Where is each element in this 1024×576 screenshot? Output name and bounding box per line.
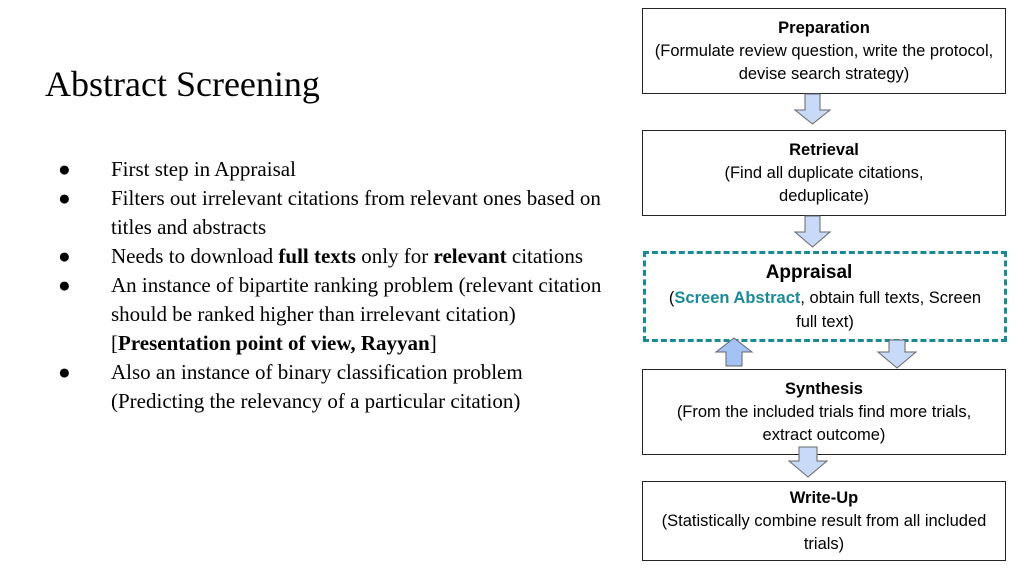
bullet-bold-text: full texts (278, 244, 356, 268)
appraisal-desc-open: ( (668, 288, 675, 307)
bullet-item: ● An instance of bipartite ranking probl… (58, 271, 618, 358)
writeup-box: Write-Up (Statistically combine result f… (642, 481, 1006, 561)
synthesis-box: Synthesis (From the included trials find… (642, 369, 1006, 455)
preparation-box: Preparation (Formulate review question, … (642, 8, 1006, 94)
bullet-item: ● Also an instance of binary classificat… (58, 358, 618, 416)
bullet-dot-icon: ● (58, 273, 71, 297)
down-arrow-icon (876, 339, 918, 369)
bullet-item: ● Filters out irrelevant citations from … (58, 184, 618, 242)
bullet-text: First step in Appraisal (111, 157, 296, 181)
synthesis-title: Synthesis (785, 379, 863, 398)
appraisal-desc: (Screen Abstract, obtain full texts, Scr… (646, 286, 1004, 334)
bullet-text: Filters out irrelevant citations from re… (111, 186, 601, 239)
bullet-text: only for (355, 244, 434, 268)
synthesis-desc: (From the included trials find more tria… (676, 402, 972, 444)
bullet-item: ● Needs to download full texts only for … (58, 242, 618, 271)
down-arrow-icon (793, 93, 832, 125)
writeup-title: Write-Up (789, 488, 859, 507)
retrieval-title: Retrieval (789, 140, 859, 159)
preparation-title: Preparation (778, 18, 870, 37)
bullet-text: ] (429, 331, 437, 355)
bullet-bold-text: Presentation point of view, Rayyan (118, 331, 430, 355)
bullet-text: Also an instance of binary classificatio… (111, 360, 523, 413)
retrieval-box: Retrieval (Find all duplicate citations,… (642, 130, 1006, 216)
appraisal-highlight: Screen Abstract (674, 288, 801, 307)
bullet-text: Needs to download (111, 244, 279, 268)
bullet-text: An instance of bipartite ranking problem… (111, 273, 602, 355)
bullet-dot-icon: ● (58, 360, 71, 384)
bullet-list: ● First step in Appraisal ● Filters out … (58, 155, 618, 416)
retrieval-desc: (Find all duplicate citations, deduplica… (724, 163, 924, 205)
appraisal-desc-rest: , obtain full texts, Screen full text) (796, 288, 982, 331)
writeup-desc: (Statistically combine result from all i… (661, 511, 987, 553)
bullet-bold-text: relevant (433, 244, 507, 268)
appraisal-box: Appraisal (Screen Abstract, obtain full … (643, 251, 1007, 342)
up-arrow-icon (714, 337, 754, 367)
down-arrow-icon (793, 215, 832, 248)
slide-title: Abstract Screening (45, 64, 320, 104)
bullet-text: citations (506, 244, 584, 268)
bullet-dot-icon: ● (58, 157, 71, 181)
bullet-dot-icon: ● (58, 186, 71, 210)
bullet-item: ● First step in Appraisal (58, 155, 618, 184)
preparation-desc: (Formulate review question, write the pr… (654, 41, 994, 83)
appraisal-title: Appraisal (765, 261, 853, 283)
bullet-dot-icon: ● (58, 244, 71, 268)
